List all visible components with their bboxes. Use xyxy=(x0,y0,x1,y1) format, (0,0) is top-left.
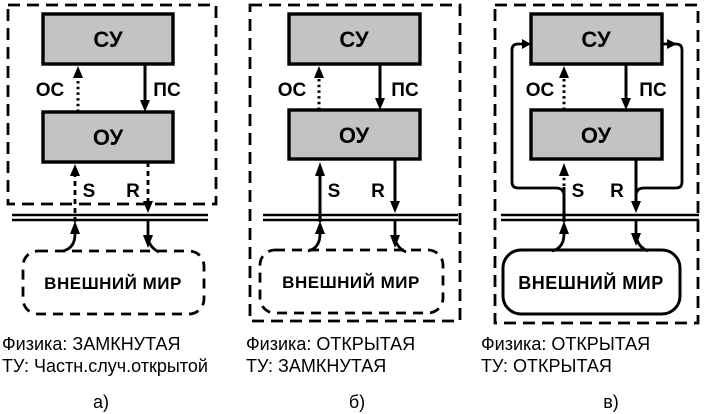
diagram-a: СУ ОУ ОС ПС S R xyxy=(2,3,218,412)
feedback-label: ОС xyxy=(278,80,307,101)
world-uplink-arrow xyxy=(551,221,569,253)
object-box-label: ОУ xyxy=(339,123,370,148)
external-world-label: ВНЕШНИЙ МИР xyxy=(44,274,182,293)
world-downlink-arrow xyxy=(631,219,649,253)
system-boundary-box xyxy=(6,3,218,206)
boundary-double-line xyxy=(263,213,458,222)
world-uplink-arrow xyxy=(62,221,80,253)
s-signal-label: S xyxy=(572,181,585,202)
diagram-letter: а) xyxy=(93,392,109,412)
direct-link-arrow xyxy=(140,64,150,112)
feedback-arrow xyxy=(559,66,569,110)
world-uplink-arrow xyxy=(307,221,325,253)
direct-link-arrow xyxy=(375,64,385,110)
caption-tu: ТУ: ОТКРЫТАЯ xyxy=(481,356,612,376)
control-box-label: СУ xyxy=(93,27,123,52)
object-box-label: ОУ xyxy=(581,123,612,148)
external-world-box xyxy=(501,248,682,316)
world-downlink-arrow xyxy=(390,219,407,254)
external-world-label: ВНЕШНИЙ МИР xyxy=(282,273,420,292)
controlled-object-box xyxy=(529,108,664,161)
caption-physics: Физика: ОТКРЫТАЯ xyxy=(246,334,415,354)
r-signal-label: R xyxy=(371,181,385,202)
diagram-letter: в) xyxy=(603,392,619,412)
r-signal-arrow xyxy=(390,159,400,213)
external-world-box xyxy=(258,248,445,315)
r-signal-label: R xyxy=(610,181,624,202)
feedback-label: ОС xyxy=(36,80,65,101)
external-world-label: ВНЕШНИЙ МИР xyxy=(518,272,663,293)
control-box-label: СУ xyxy=(581,27,611,52)
system-boundary-box xyxy=(248,3,462,323)
control-unit-box xyxy=(287,12,422,66)
control-output-routing-arrow xyxy=(634,39,684,197)
feedback-arrow xyxy=(73,66,83,112)
boundary-double-line xyxy=(501,213,699,222)
diagram-b: СУ ОУ ОС ПС S R xyxy=(246,3,462,412)
control-input-routing-arrow xyxy=(510,39,566,197)
s-signal-arrow xyxy=(315,162,325,222)
direct-link-label: ПС xyxy=(153,80,181,101)
boundary-double-line xyxy=(12,213,208,222)
world-downlink-arrow xyxy=(143,219,160,254)
system-boundary-box xyxy=(493,3,700,325)
caption-tu: ТУ: Частн.случ.открытой xyxy=(2,356,208,376)
direct-link-label: ПС xyxy=(639,80,667,101)
r-signal-arrow xyxy=(143,162,153,213)
r-signal-label: R xyxy=(126,181,140,202)
controlled-object-box xyxy=(41,110,175,164)
external-world-box xyxy=(21,249,206,316)
caption-physics: Физика: ЗАМКНУТАЯ xyxy=(2,334,181,354)
control-unit-box xyxy=(41,12,175,66)
caption-tu: ТУ: ЗАМКНУТАЯ xyxy=(246,356,386,376)
control-box-label: СУ xyxy=(339,27,369,52)
feedback-label: ОС xyxy=(526,80,555,101)
direct-link-label: ПС xyxy=(391,80,419,101)
direct-link-arrow xyxy=(621,64,631,110)
s-signal-label: S xyxy=(83,181,96,202)
diagram-letter: б) xyxy=(349,392,365,412)
s-signal-arrow xyxy=(70,164,80,222)
caption-physics: Физика: ОТКРЫТАЯ xyxy=(481,334,650,354)
r-signal-arrow xyxy=(631,159,641,213)
object-box-label: ОУ xyxy=(93,125,124,150)
control-unit-box xyxy=(529,12,664,66)
diagram-v: СУ ОУ ОС ПС S R xyxy=(481,3,700,412)
s-signal-arrow xyxy=(559,163,569,222)
feedback-arrow xyxy=(314,66,324,110)
controlled-object-box xyxy=(287,108,422,161)
s-signal-label: S xyxy=(328,181,341,202)
